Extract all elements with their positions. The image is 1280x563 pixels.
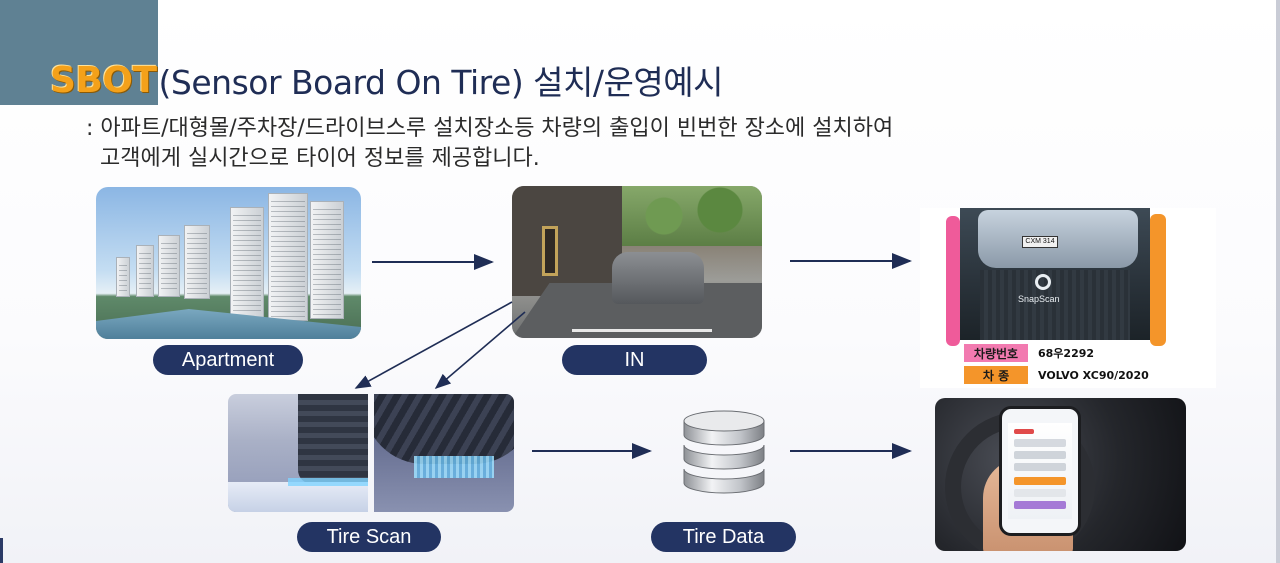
orange-accent-bar	[1150, 214, 1166, 346]
model-label: 차 종	[964, 366, 1028, 384]
car-plate: CXM 314	[1022, 236, 1058, 248]
description-line-2: 고객에게 실시간으로 타이어 정보를 제공합니다.	[100, 146, 540, 171]
model-row: 차 종 VOLVO XC90/2020	[964, 366, 1149, 384]
description: : 아파트/대형몰/주차장/드라이브스루 설치장소등 차량의 출입이 빈번한 장…	[86, 114, 1066, 174]
plate-value: 68우2292	[1038, 347, 1095, 360]
tire-scan-label: Tire Scan	[297, 522, 441, 552]
plate-label: 차량번호	[964, 344, 1028, 362]
scanner-pad-text: SnapScan	[1018, 294, 1060, 304]
corner-accent-block	[0, 0, 158, 105]
phone-icon	[999, 406, 1081, 536]
arrow-in-to-scan-1	[354, 301, 513, 389]
vehicle-scan-image: CXM 314 SnapScan	[960, 208, 1150, 340]
tire-scan-image-1	[228, 394, 368, 512]
apartment-image	[96, 187, 361, 339]
plate-row: 차량번호 68우2292	[964, 344, 1094, 362]
description-line-1: : 아파트/대형몰/주차장/드라이브스루 설치장소등 차량의 출입이 빈번한 장…	[86, 116, 894, 141]
tire-data-label: Tire Data	[651, 522, 796, 552]
in-label: IN	[562, 345, 707, 375]
title-text: (Sensor Board On Tire) 설치/운영예시	[158, 63, 724, 102]
mobile-app-image	[935, 398, 1186, 551]
database-icon	[683, 410, 765, 494]
brand-name: SBOT	[50, 59, 157, 101]
right-edge-bar	[1276, 0, 1280, 563]
left-edge-marker	[0, 538, 3, 563]
apartment-label: Apartment	[153, 345, 303, 375]
page-title: SBOT (Sensor Board On Tire) 설치/운영예시	[50, 52, 723, 108]
tire-scan-image-2	[374, 394, 514, 512]
model-value: VOLVO XC90/2020	[1038, 368, 1149, 382]
arrow-in-to-scan-2	[434, 311, 526, 390]
entrance-image	[512, 186, 762, 338]
vehicle-info-card: CXM 314 SnapScan 차량번호 68우2292 차 종 VOLVO …	[920, 208, 1216, 388]
pink-accent-bar	[946, 216, 960, 346]
